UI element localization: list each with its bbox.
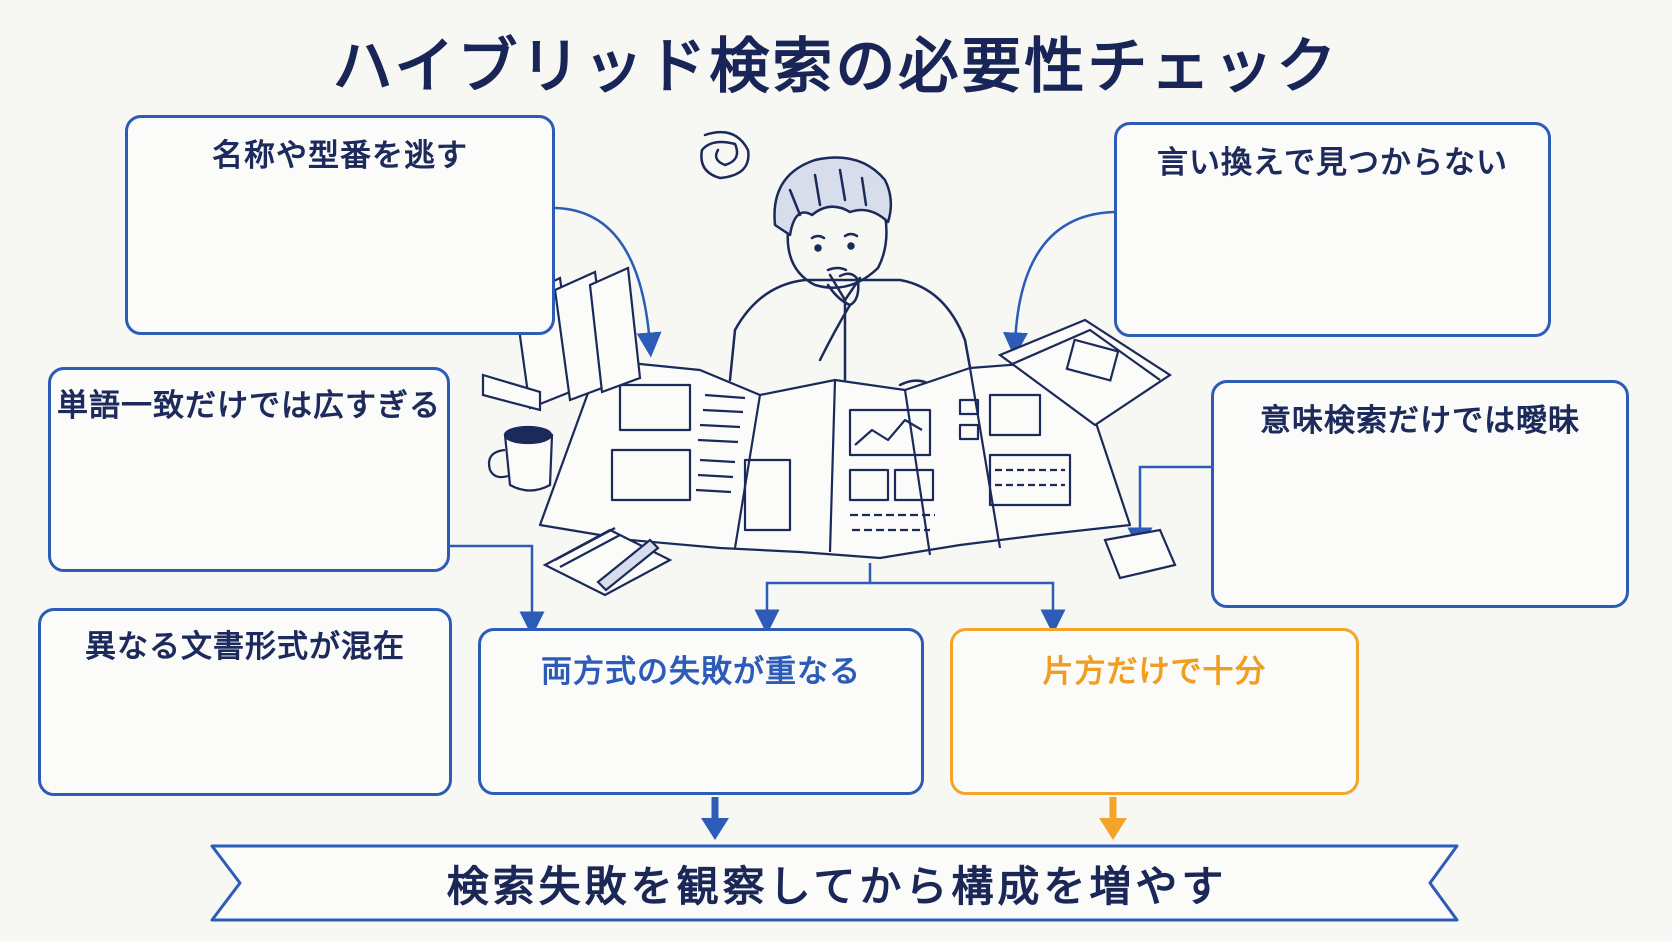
conclusion-ribbon <box>210 844 1459 922</box>
card-keyword-too-broad: 単語一致だけでは広すぎる <box>48 367 450 572</box>
card-paraphrase: 言い換えで見つからない <box>1114 122 1551 337</box>
card-missing-names: 名称や型番を逃す <box>125 115 555 335</box>
card-title: 言い換えで見つからない <box>1156 145 1509 181</box>
conclusion-arrows <box>701 797 1127 840</box>
card-title: 単語一致だけでは広すぎる <box>57 388 441 424</box>
card-one-enough: 片方だけで十分 <box>950 628 1359 795</box>
card-title: 両方式の失敗が重なる <box>541 654 861 690</box>
card-title: 異なる文書形式が混在 <box>85 629 405 665</box>
notebook-and-pen <box>542 527 673 597</box>
card-mixed-formats: 異なる文書形式が混在 <box>38 608 452 796</box>
person-figure <box>700 130 977 402</box>
paper-stack <box>997 318 1177 580</box>
coffee-mug <box>487 425 554 492</box>
card-title: 意味検索だけでは曖昧 <box>1260 403 1580 439</box>
page-title: ハイブリッド検索の必要性チェック <box>332 32 1340 102</box>
open-documents <box>538 358 1132 560</box>
connector-arrows <box>450 206 1211 637</box>
card-semantic-vague: 意味検索だけでは曖昧 <box>1211 380 1629 608</box>
binders <box>481 266 642 412</box>
card-both-fail: 両方式の失敗が重なる <box>478 628 924 795</box>
conclusion-text: 検索失敗を観察してから構成を増やす <box>446 862 1228 911</box>
card-title: 片方だけで十分 <box>1042 654 1267 690</box>
card-title: 名称や型番を逃す <box>212 138 468 174</box>
